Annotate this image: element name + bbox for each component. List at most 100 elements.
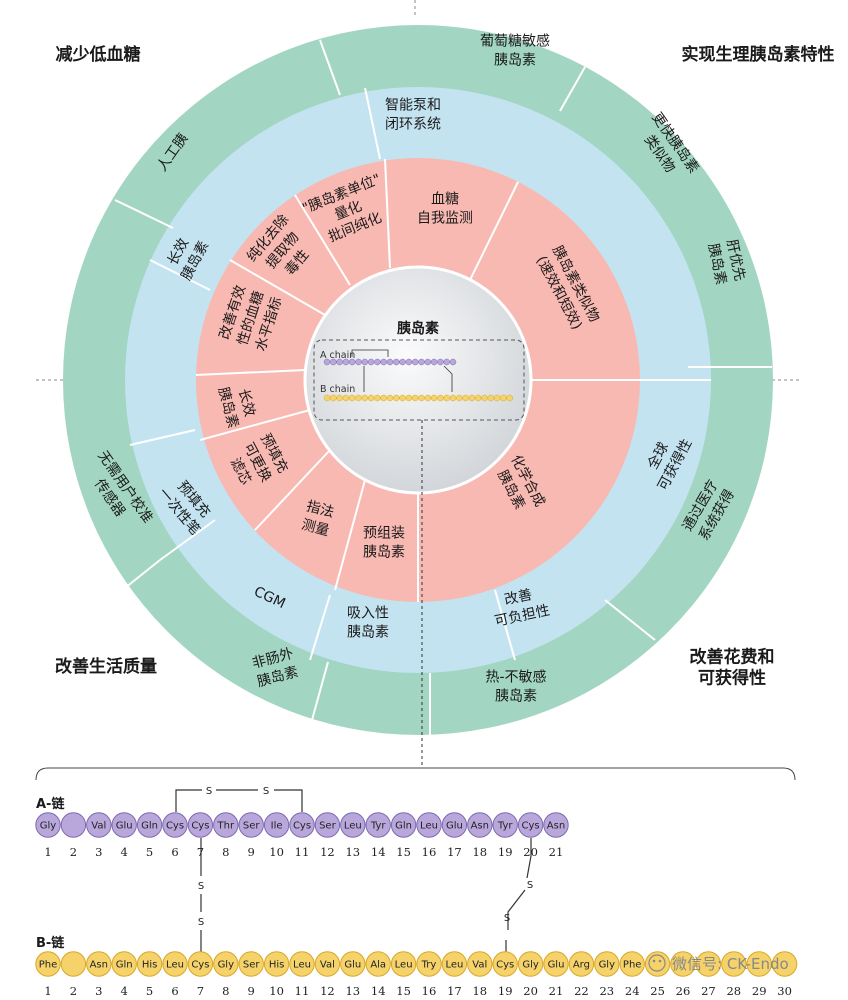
chain-b-residue-label: Leu xyxy=(445,960,463,971)
outer-label-glucose-sensitive: 葡萄糖敏感胰岛素 xyxy=(480,33,550,69)
mini-b-bead xyxy=(437,394,444,402)
chain-a-position-number: 4 xyxy=(121,845,128,859)
ring-dividers xyxy=(109,39,772,735)
chain-a-residue-label: Cys xyxy=(522,821,540,832)
inner-label-preassembled-text: 预组装胰岛素 xyxy=(363,526,405,561)
chain-b-bead xyxy=(771,951,798,977)
sulfur-label: S xyxy=(198,881,204,892)
mini-a-bead xyxy=(367,358,375,366)
center-mini-chain-b xyxy=(323,394,513,402)
chain-a-residue-label: Gln xyxy=(141,821,158,832)
chain-b-position-number: 28 xyxy=(726,984,741,998)
sulfur-label: S xyxy=(198,917,204,928)
bracket xyxy=(35,767,796,781)
chain-b-position-number: 25 xyxy=(650,984,665,998)
center-mini-box xyxy=(313,339,525,421)
chain-b-residue-label: Ala xyxy=(370,960,386,971)
chain-b-residue-label: Gln xyxy=(116,960,133,971)
chain-b-residue-label: Val xyxy=(320,960,335,971)
chain-b-bead xyxy=(213,951,239,977)
chain-b-residue-label: Gly xyxy=(522,960,539,971)
sulfur-label: S xyxy=(527,880,533,891)
chain-a-position-number: 18 xyxy=(472,845,487,859)
chain-b-bead xyxy=(746,951,772,977)
watermark: 微信号: CK-Endo xyxy=(648,954,789,973)
chain-a-residue-label: Leu xyxy=(344,821,362,832)
chain-a-position-number: 8 xyxy=(222,845,229,859)
chain-b-bead xyxy=(467,951,493,977)
chain-a-bead xyxy=(136,812,163,838)
chain-a-bead xyxy=(365,812,391,838)
chain-b-position-number: 2 xyxy=(70,984,77,998)
sulfur-label: S xyxy=(504,913,510,924)
chain-a-bead xyxy=(263,812,290,838)
mini-b-bead xyxy=(418,394,425,402)
mini-a-bead xyxy=(330,358,337,366)
chain-b-bead xyxy=(162,951,188,977)
chain-b-position-number: 16 xyxy=(422,984,437,998)
mini-b-bead xyxy=(405,394,413,402)
chain-b-bead xyxy=(136,951,163,977)
chain-b-residue-label: Leu xyxy=(166,960,184,971)
mini-a-bead xyxy=(449,358,457,366)
chain-b-position-number: 29 xyxy=(752,984,767,998)
mini-b-bead xyxy=(399,394,406,402)
chain-b-position-number: 6 xyxy=(171,984,178,998)
mini-b-bead xyxy=(424,394,432,402)
middle-label-inhaled: 吸入性胰岛素 xyxy=(347,606,389,641)
chain-a-position-number: 6 xyxy=(171,845,178,859)
center-core xyxy=(303,265,533,495)
mini-b-bead xyxy=(330,394,337,402)
chain-b-bead xyxy=(390,951,417,977)
chain-b-residue-label: Gly xyxy=(599,960,616,971)
chain-a-bead xyxy=(60,812,87,838)
chain-b-residue-label: Glu xyxy=(548,960,565,971)
chain-a-position-number: 17 xyxy=(447,845,462,859)
chain-b-bead xyxy=(517,951,544,977)
mini-b-bead xyxy=(348,394,356,402)
mini-b-bead xyxy=(374,394,381,402)
chain-b-position-number: 15 xyxy=(396,984,411,998)
disulfide-bonds xyxy=(175,789,532,952)
chain-b-bead xyxy=(543,951,569,977)
chain-b-bead xyxy=(670,951,696,977)
chain-a-position-number: 11 xyxy=(295,845,310,859)
chain-b-residue-label: Asn xyxy=(90,960,108,971)
chain-b-position-number: 13 xyxy=(345,984,360,998)
chain-a-bead xyxy=(187,812,214,838)
mini-a-bead xyxy=(348,358,356,366)
inner-label-smbg-text: 血糖自我监测 xyxy=(417,192,473,227)
mini-b-bead xyxy=(361,394,369,402)
mini-a-bead xyxy=(374,358,381,366)
quadrant-bottom-right: 改善花费和可获得性 xyxy=(690,647,775,689)
inner-label-smbg: 血糖自我监测 xyxy=(417,192,473,227)
mini-a-bead xyxy=(393,358,400,366)
chain-b-position-number: 18 xyxy=(472,984,487,998)
chain-a-residue-label: Asn xyxy=(547,821,565,832)
chain-a-residue-label: Asn xyxy=(471,821,489,832)
sulfur-label: S xyxy=(206,786,212,797)
chain-b-bead xyxy=(492,951,518,977)
inner-label-finger-stick: 指法测量 xyxy=(300,498,336,539)
center-mini-a-label: A chain xyxy=(320,350,355,361)
outer-label-heat-insensitive-text: 热-不敏感胰岛素 xyxy=(485,669,546,705)
chain-b-bead xyxy=(263,951,290,977)
chain-a-residue-label: Thr xyxy=(217,821,235,832)
sulfur-label: S xyxy=(263,786,269,797)
chain-b-bead xyxy=(365,951,391,977)
mini-b-bead xyxy=(355,394,362,402)
chain-b-position-number: 4 xyxy=(121,984,128,998)
mini-b-bead xyxy=(481,394,488,402)
chain-b-residue-label: Leu xyxy=(395,960,413,971)
middle-label-smart-pump: 智能泵和闭环系统 xyxy=(385,98,441,133)
chain-a-bead xyxy=(289,812,315,838)
mini-b-bead xyxy=(411,394,419,402)
chain-b-position-number: 14 xyxy=(371,984,386,998)
middle-label-inhaled-text: 吸入性胰岛素 xyxy=(347,606,389,641)
disulfide-labels: S S S S S S xyxy=(198,786,533,928)
svg-text:实现生理胰岛素特性: 实现生理胰岛素特性 xyxy=(682,44,835,65)
chain-a-position-number: 13 xyxy=(345,845,360,859)
chain-b-position-number: 7 xyxy=(197,984,204,998)
chain-a-position-number: 12 xyxy=(320,845,335,859)
